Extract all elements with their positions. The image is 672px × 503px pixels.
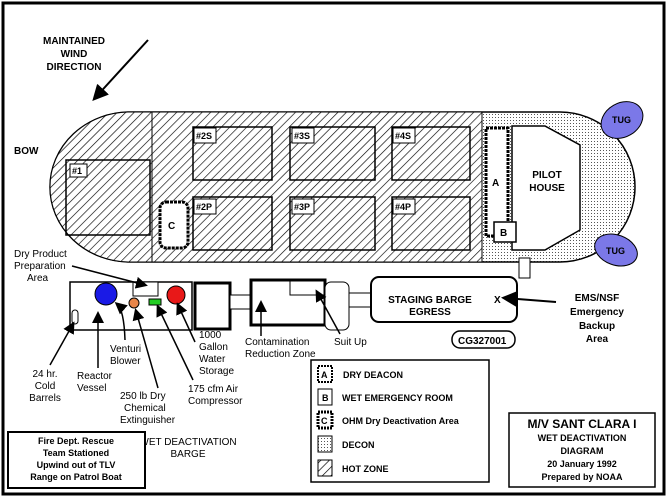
gangway: [518, 257, 531, 279]
svg-text:Team Stationed: Team Stationed: [43, 448, 109, 458]
contamination-label: Contamination: [245, 337, 309, 348]
svg-text:BARGE: BARGE: [170, 449, 205, 460]
bow-label: BOW: [14, 146, 39, 157]
svg-text:Backup: Backup: [579, 321, 615, 332]
svg-text:Compressor: Compressor: [188, 396, 243, 407]
svg-text:Prepared by NOAA: Prepared by NOAA: [541, 472, 623, 482]
svg-text:Extinguisher: Extinguisher: [120, 415, 176, 426]
water-storage-label: 1000: [199, 330, 222, 341]
tug-1: TUG: [612, 115, 631, 125]
legend-item-hot-zone: HOT ZONE: [342, 464, 389, 474]
extinguisher-icon: [148, 298, 162, 306]
svg-text:EMS/NSF: EMS/NSF: [575, 293, 619, 304]
blower-icon: [128, 297, 140, 309]
suit-up-label: Suit Up: [334, 337, 367, 348]
hold-4p: #4P: [395, 202, 411, 212]
barge-label: WET DEACTIVATION: [139, 437, 236, 448]
svg-text:EGRESS: EGRESS: [409, 307, 451, 318]
fire-dept-box: Fire Dept. Rescue Team Stationed Upwind …: [7, 431, 146, 489]
wind-arrow-icon: [92, 39, 149, 101]
legend: A DRY DEACON B WET EMERGENCY ROOM C OHM …: [310, 359, 490, 483]
svg-text:HOUSE: HOUSE: [529, 183, 565, 194]
svg-text:STAGING BARGE: STAGING BARGE: [388, 295, 472, 306]
svg-text:M/V SANT CLARA I: M/V SANT CLARA I: [528, 417, 637, 431]
area-a: A: [492, 178, 499, 189]
hold-3p: #3P: [294, 202, 310, 212]
cold-barrels-label: 24 hr.: [32, 369, 57, 380]
svg-text:Area: Area: [27, 273, 49, 284]
svg-text:WIND: WIND: [61, 49, 88, 60]
svg-text:A: A: [321, 370, 328, 380]
svg-text:DIAGRAM: DIAGRAM: [561, 446, 604, 456]
svg-text:PILOT: PILOT: [532, 170, 561, 181]
svg-text:Chemical: Chemical: [124, 403, 166, 414]
ems-label: EMS/NSF Emergency Backup Area: [501, 290, 624, 345]
svg-text:X: X: [494, 295, 501, 306]
svg-text:Cold: Cold: [35, 381, 56, 392]
hold-2s: #2S: [196, 131, 212, 141]
hold-3s: #3S: [294, 131, 310, 141]
air-compressor-label: 175 cfm Air: [188, 384, 239, 395]
svg-text:Range on Patrol Boat: Range on Patrol Boat: [30, 472, 122, 482]
dry-product-label: Dry Product: [14, 249, 67, 260]
svg-text:Reduction Zone: Reduction Zone: [245, 349, 316, 360]
dry-chem-label: 250 lb Dry: [120, 391, 166, 402]
callout-arrows: [49, 265, 341, 389]
svg-text:Upwind out of TLV: Upwind out of TLV: [37, 460, 116, 470]
svg-text:Fire Dept. Rescue: Fire Dept. Rescue: [38, 436, 114, 446]
svg-text:Storage: Storage: [199, 366, 234, 377]
hold-2p: #2P: [196, 202, 212, 212]
svg-text:Preparation: Preparation: [14, 261, 66, 272]
cg-number: CG327001: [458, 336, 507, 347]
svg-text:20 January 1992: 20 January 1992: [547, 459, 617, 469]
cargo-holds: [65, 126, 471, 251]
svg-text:Vessel: Vessel: [77, 383, 106, 394]
svg-text:C: C: [321, 416, 328, 426]
tugs: TUG TUG: [594, 101, 644, 267]
venturi-label: Venturi: [110, 344, 141, 355]
reactor-vessel-icon: [94, 282, 118, 306]
tug-2: TUG: [606, 246, 625, 256]
svg-text:Blower: Blower: [110, 356, 141, 367]
svg-text:Barrels: Barrels: [29, 393, 61, 404]
svg-text:Emergency: Emergency: [570, 307, 624, 318]
pilot-house: PILOT HOUSE A B: [484, 125, 581, 251]
area-c: C: [168, 221, 175, 232]
legend-item-wet-emergency: WET EMERGENCY ROOM: [342, 393, 453, 403]
hold-4s: #4S: [395, 131, 411, 141]
svg-text:MAINTAINED: MAINTAINED: [43, 36, 105, 47]
wind-direction: MAINTAINED WIND DIRECTION: [43, 36, 149, 101]
reactor-label: Reactor: [77, 371, 113, 382]
svg-text:WET DEACTIVATION: WET DEACTIVATION: [538, 433, 627, 443]
legend-item-ohm: OHM Dry Deactivation Area: [342, 416, 460, 426]
svg-text:B: B: [322, 393, 329, 403]
svg-text:Area: Area: [586, 334, 609, 345]
svg-text:Gallon: Gallon: [199, 342, 228, 353]
svg-text:DIRECTION: DIRECTION: [47, 62, 102, 73]
legend-item-dry-deacon: DRY DEACON: [343, 370, 403, 380]
legend-item-decon: DECON: [342, 440, 375, 450]
title-box: M/V SANT CLARA I WET DEACTIVATION DIAGRA…: [508, 412, 656, 488]
svg-text:Water: Water: [199, 354, 226, 365]
compressor-icon: [166, 285, 186, 305]
hold-1: #1: [72, 166, 82, 176]
staging-barge: STAGING BARGE EGRESS X: [388, 295, 501, 318]
area-b: B: [500, 228, 507, 239]
